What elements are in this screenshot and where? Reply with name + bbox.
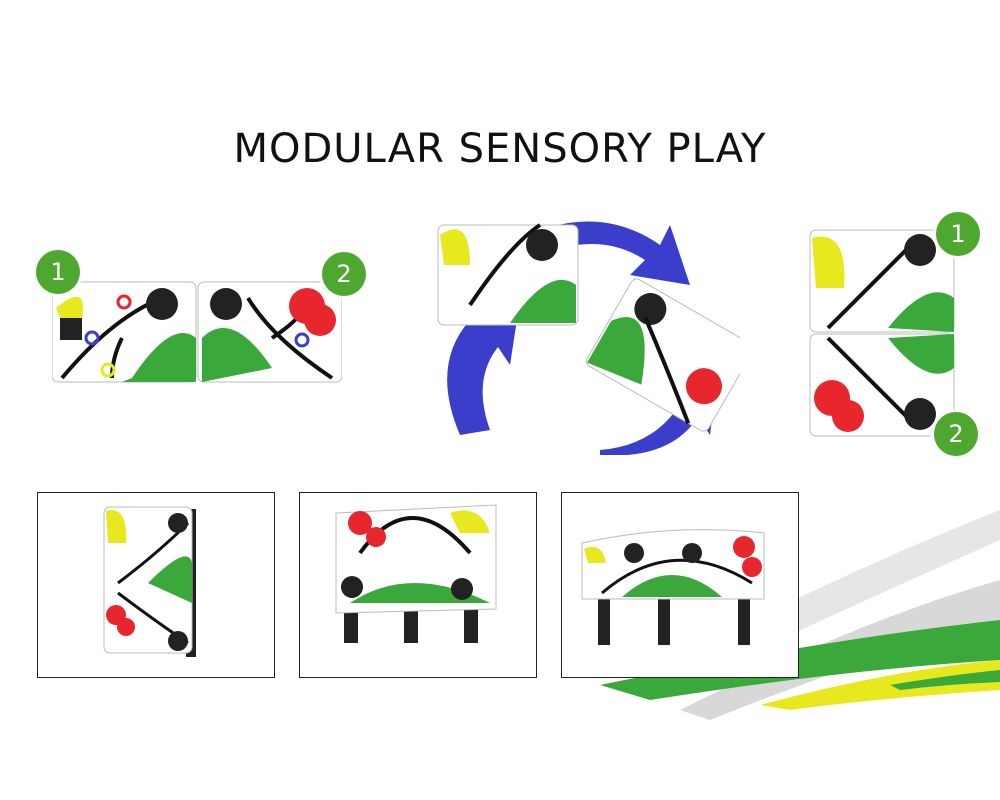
frame-arch-installation xyxy=(299,492,537,678)
frame-horizontal-installation xyxy=(561,492,799,678)
badge-number-2: 2 xyxy=(322,252,366,296)
badge-number-1: 1 xyxy=(36,250,80,294)
badge-number-1: 1 xyxy=(936,212,980,256)
panel-pair-horizontal xyxy=(52,281,342,383)
rotate-arrows-icon xyxy=(437,221,740,455)
page-title: MODULAR SENSORY PLAY xyxy=(233,126,767,172)
panel-pair-vertical xyxy=(809,229,955,437)
badge-number-2: 2 xyxy=(934,412,978,456)
frame-vertical-installation xyxy=(37,492,275,678)
